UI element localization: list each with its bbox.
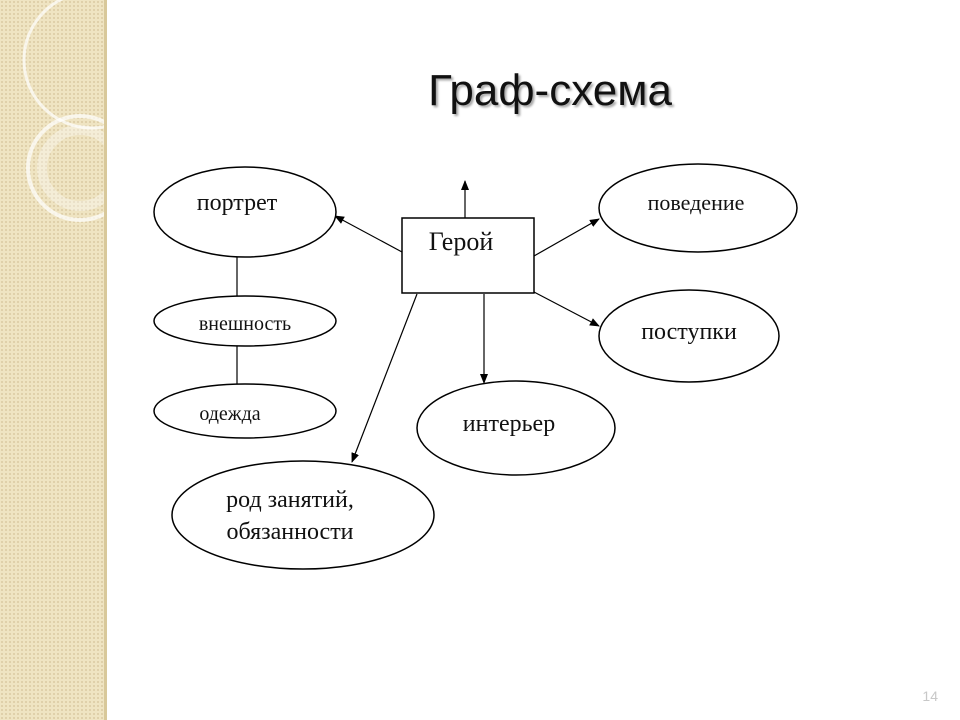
actions-node <box>598 289 780 383</box>
arrow-to-occupation <box>351 293 418 463</box>
portrait-node <box>153 166 337 258</box>
occupation-label-line1: род занятий, <box>226 487 354 513</box>
occupation-label-line2: обязанности <box>226 519 353 545</box>
decorative-ring-small <box>26 114 106 222</box>
arrow-to-portrait <box>334 215 403 253</box>
slide-number: 14 <box>922 688 938 704</box>
hero-label: Герой <box>429 227 494 256</box>
interior-node <box>416 380 616 476</box>
page-title: Граф-схема <box>428 66 672 115</box>
clothing-node <box>153 383 337 439</box>
decorative-rings <box>22 0 106 222</box>
decorative-ring-inner <box>37 125 106 211</box>
interior-label: интерьер <box>463 411 555 437</box>
appearance-label: внешность <box>199 313 291 335</box>
sidebar-edge <box>104 0 107 720</box>
appearance-node <box>153 295 337 347</box>
arrow-to-behavior <box>533 218 600 257</box>
occupation-node <box>171 460 435 570</box>
clothing-label: одежда <box>199 403 260 425</box>
behavior-label: поведение <box>648 190 745 215</box>
actions-label: поступки <box>641 319 737 345</box>
arrow-to-actions <box>533 291 600 327</box>
behavior-node <box>598 163 798 253</box>
decorative-ring-large <box>22 0 106 130</box>
portrait-label: портрет <box>197 190 278 216</box>
decorative-sidebar <box>0 0 106 720</box>
hero-box <box>401 217 535 294</box>
sidebar-texture <box>0 0 106 720</box>
